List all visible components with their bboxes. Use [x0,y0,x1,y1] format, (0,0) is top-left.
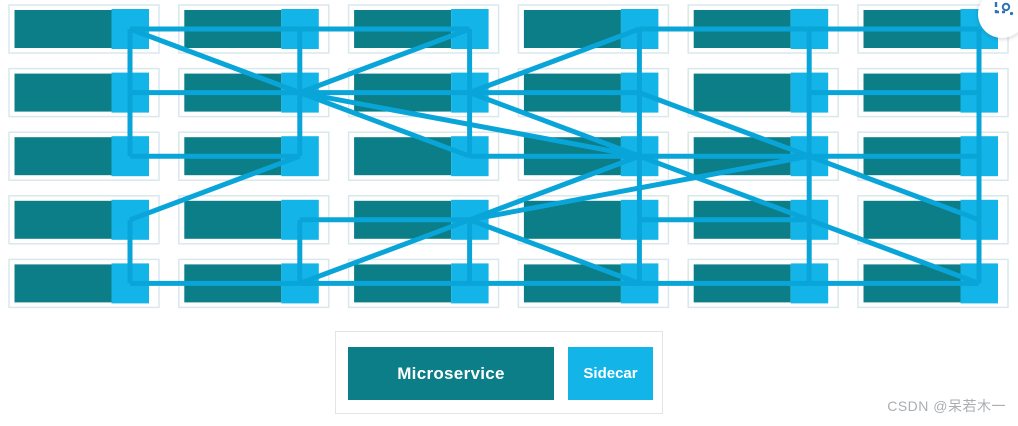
legend-microservice-label: Microservice [397,363,505,383]
microservice-box [693,73,791,112]
mesh-link [129,153,301,223]
service-cell-r4c1 [8,195,160,245]
microservice-box [14,137,112,176]
legend: Microservice Sidecar [335,331,663,414]
mesh-link [638,153,811,223]
microservice-box [14,264,112,303]
mesh-link [468,217,641,286]
mesh-link [129,26,301,95]
mesh-link [298,26,471,95]
legend-sidecar-swatch: Sidecar [568,347,653,400]
crop-zoom-icon [994,2,1014,16]
mesh-link [468,26,641,95]
legend-sidecar-label: Sidecar [583,365,638,382]
mesh-link [469,153,810,223]
microservice-box [14,200,112,239]
mesh-link [808,217,980,286]
mesh-link [298,90,471,159]
mesh-link [468,153,641,223]
mesh-link [299,90,640,159]
microservice-box [14,73,112,112]
legend-microservice-swatch: Microservice [348,347,554,400]
mesh-link [298,217,471,286]
microservice-box [184,200,282,239]
service-cell-r1c3 [347,4,500,54]
microservice-box [14,10,112,48]
mesh-link [638,90,811,159]
image-viewer-zoom-button[interactable] [978,0,1018,38]
mesh-link [468,90,641,159]
mesh-link [808,153,980,223]
csdn-watermark: CSDN @呆若木一 [887,398,1006,414]
mesh-links [127,26,982,286]
